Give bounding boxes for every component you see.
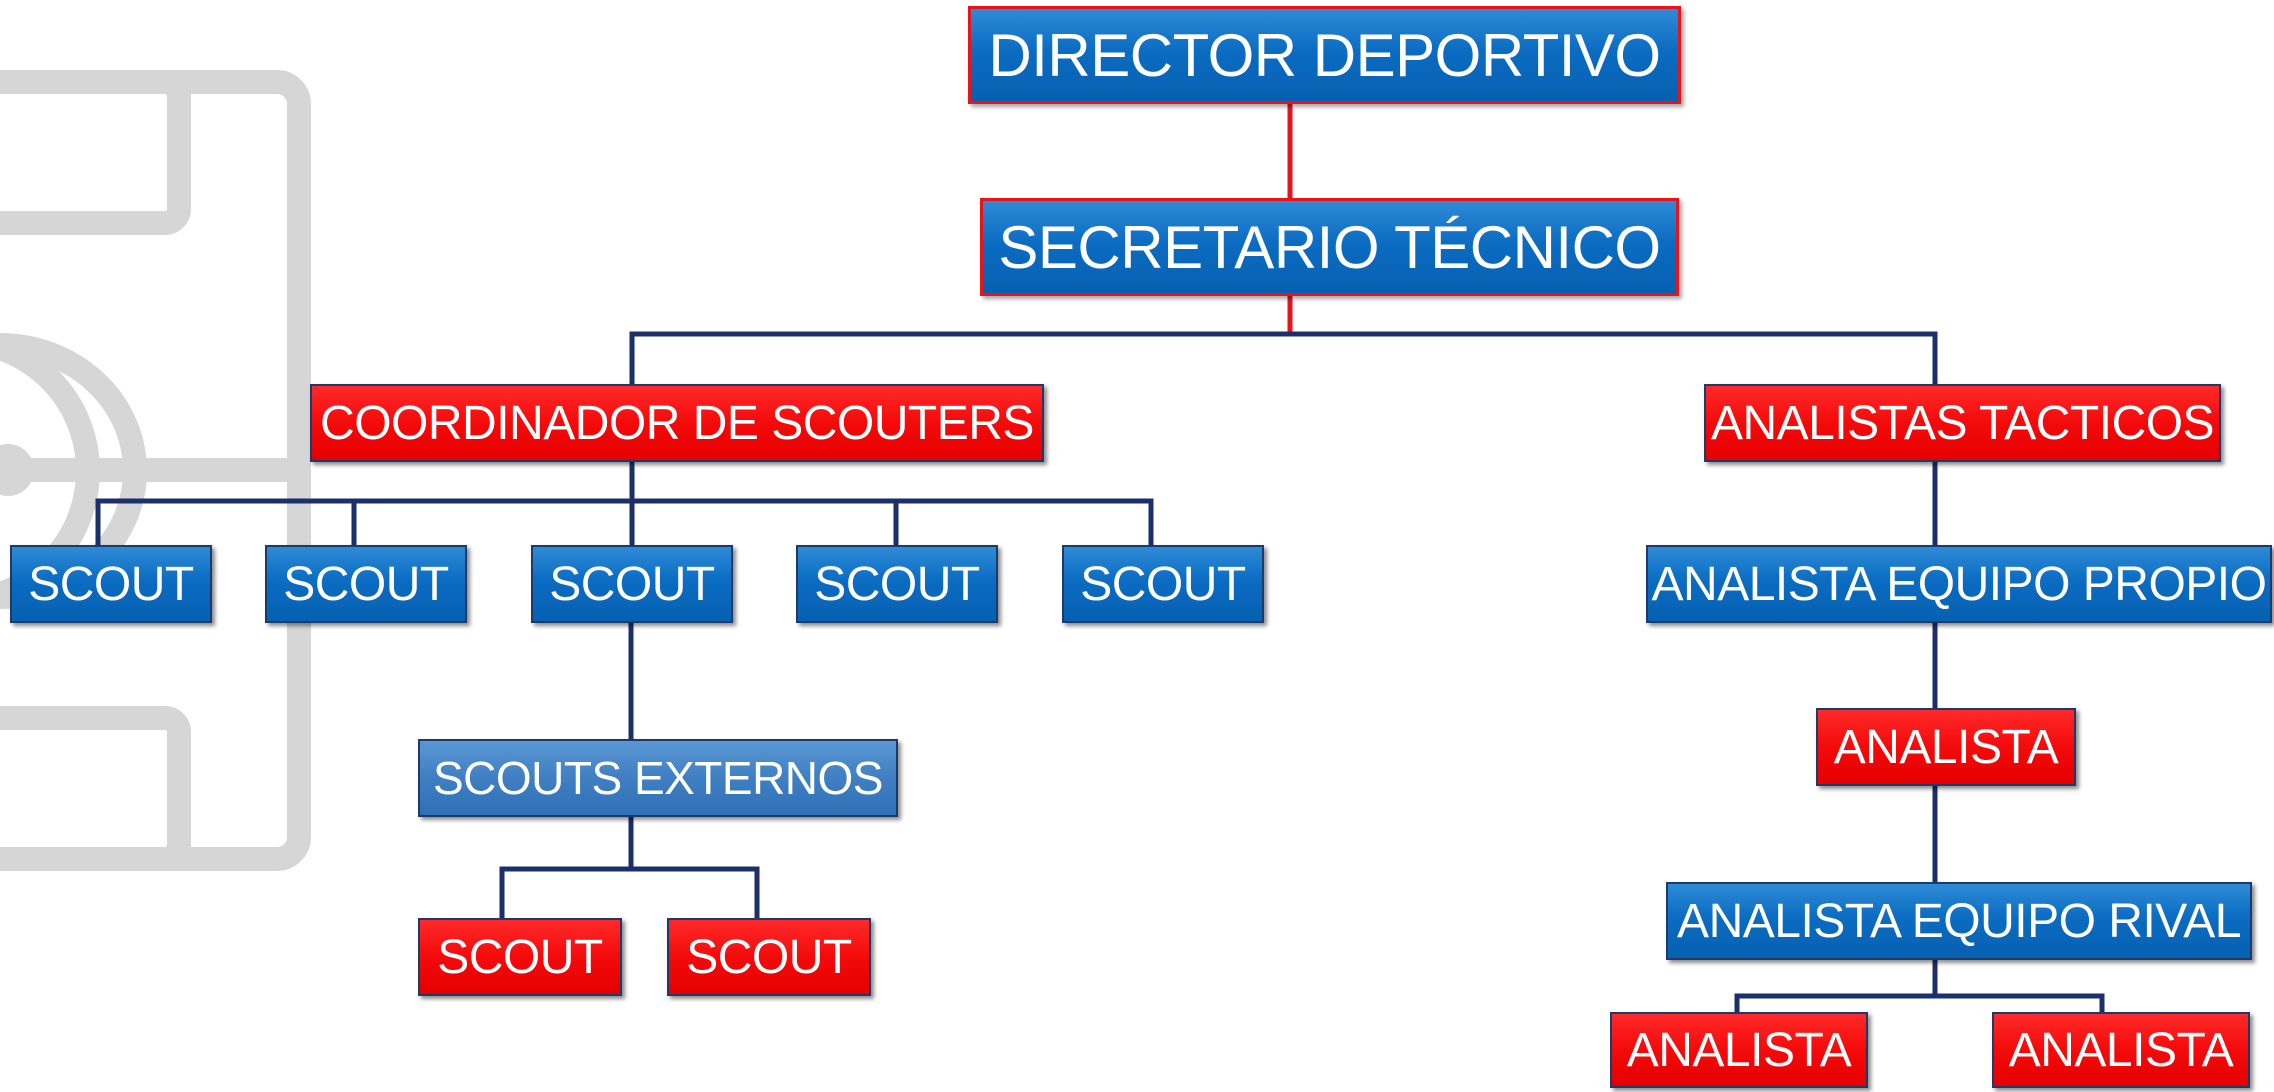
director-deportivo-box: DIRECTOR DEPORTIVO (968, 6, 1681, 104)
analistas-tacticos-box: ANALISTAS TACTICOS (1704, 384, 2221, 462)
analista-rival-box-1: ANALISTA (1610, 1012, 1868, 1088)
scout-box-4: SCOUT (796, 545, 998, 623)
scouts-externos-box: SCOUTS EXTERNOS (418, 739, 898, 817)
analista-rival-box-2: ANALISTA (1992, 1012, 2250, 1088)
scout-externo-box-1: SCOUT (418, 918, 622, 996)
soccer-field-icon (0, 70, 311, 871)
secretario-tecnico-box: SECRETARIO TÉCNICO (980, 198, 1679, 296)
analista-box-propio: ANALISTA (1816, 708, 2076, 786)
scout-box-1: SCOUT (10, 545, 212, 623)
coordinador-scouters-box: COORDINADOR DE SCOUTERS (310, 384, 1044, 462)
scout-box-3: SCOUT (531, 545, 733, 623)
scout-externo-box-2: SCOUT (667, 918, 871, 996)
analista-equipo-propio-box: ANALISTA EQUIPO PROPIO (1646, 545, 2272, 623)
scout-box-5: SCOUT (1062, 545, 1264, 623)
analista-equipo-rival-box: ANALISTA EQUIPO RIVAL (1666, 882, 2252, 960)
scout-box-2: SCOUT (265, 545, 467, 623)
